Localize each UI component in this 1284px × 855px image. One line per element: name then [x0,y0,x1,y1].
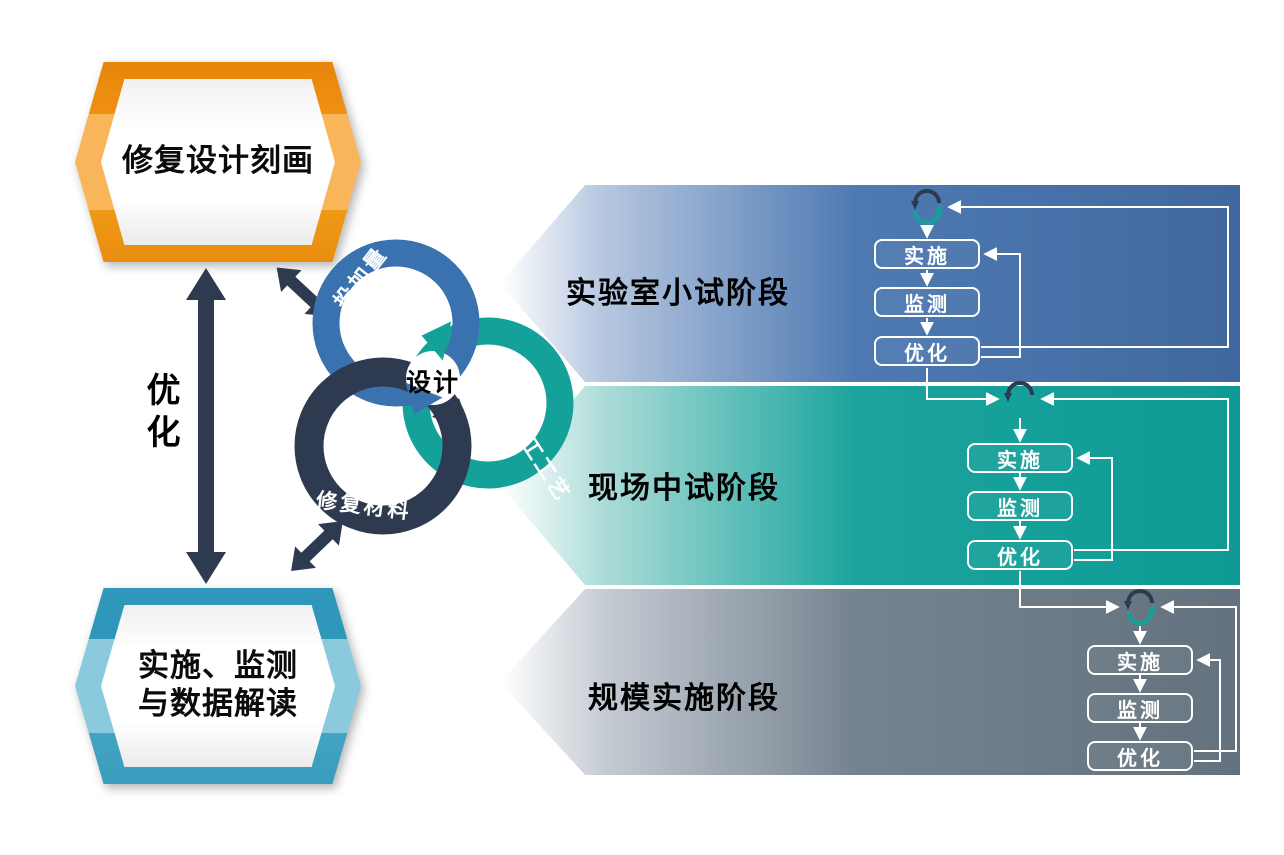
design-cycle-link-arrow-bottom [291,520,343,572]
cycle-sync-icon [1002,381,1038,417]
cycle-sync-icon [909,189,945,225]
factor-label-material: 修复材料 [314,488,413,524]
cycle-sync-icon [1122,589,1158,625]
design-center-label: 设计 [405,368,460,397]
cycle-arrowhead-teal [421,321,452,361]
implement-hexagon: 实施、监测 与数据解读 [75,588,361,784]
step-box-monitor: 监测 [874,287,980,317]
step-box-implement: 实施 [967,443,1073,473]
step-box-implement: 实施 [874,239,980,269]
design-hexagon: 修复设计刻画 [75,62,361,262]
step-box-optimize: 优化 [874,336,980,366]
implement-hexagon-shape: 实施、监测 与数据解读 [75,588,361,784]
stage-title-lab: 实验室小试阶段 [566,276,790,311]
step-box-monitor: 监测 [1087,693,1193,723]
stage-title-pilot: 现场中试阶段 [588,471,780,506]
design-hexagon-inner: 修复设计刻画 [101,79,335,245]
design-hexagon-shape: 修复设计刻画 [75,62,361,262]
optimize-double-arrow [186,268,226,584]
stage-title-scale: 规模实施阶段 [588,681,780,716]
step-box-optimize: 优化 [967,540,1073,570]
step-box-monitor: 监测 [967,491,1073,521]
step-box-optimize: 优化 [1087,741,1193,771]
implement-hexagon-label-line2: 与数据解读 [138,686,298,722]
step-box-implement: 实施 [1087,645,1193,675]
implement-hexagon-label-line1: 实施、监测 [138,648,298,685]
stage-band-scale [500,589,1240,775]
implement-hexagon-inner: 实施、监测 与数据解读 [101,605,335,767]
design-hexagon-label: 修复设计刻画 [122,143,314,180]
optimize-label: 优化 [140,372,180,456]
